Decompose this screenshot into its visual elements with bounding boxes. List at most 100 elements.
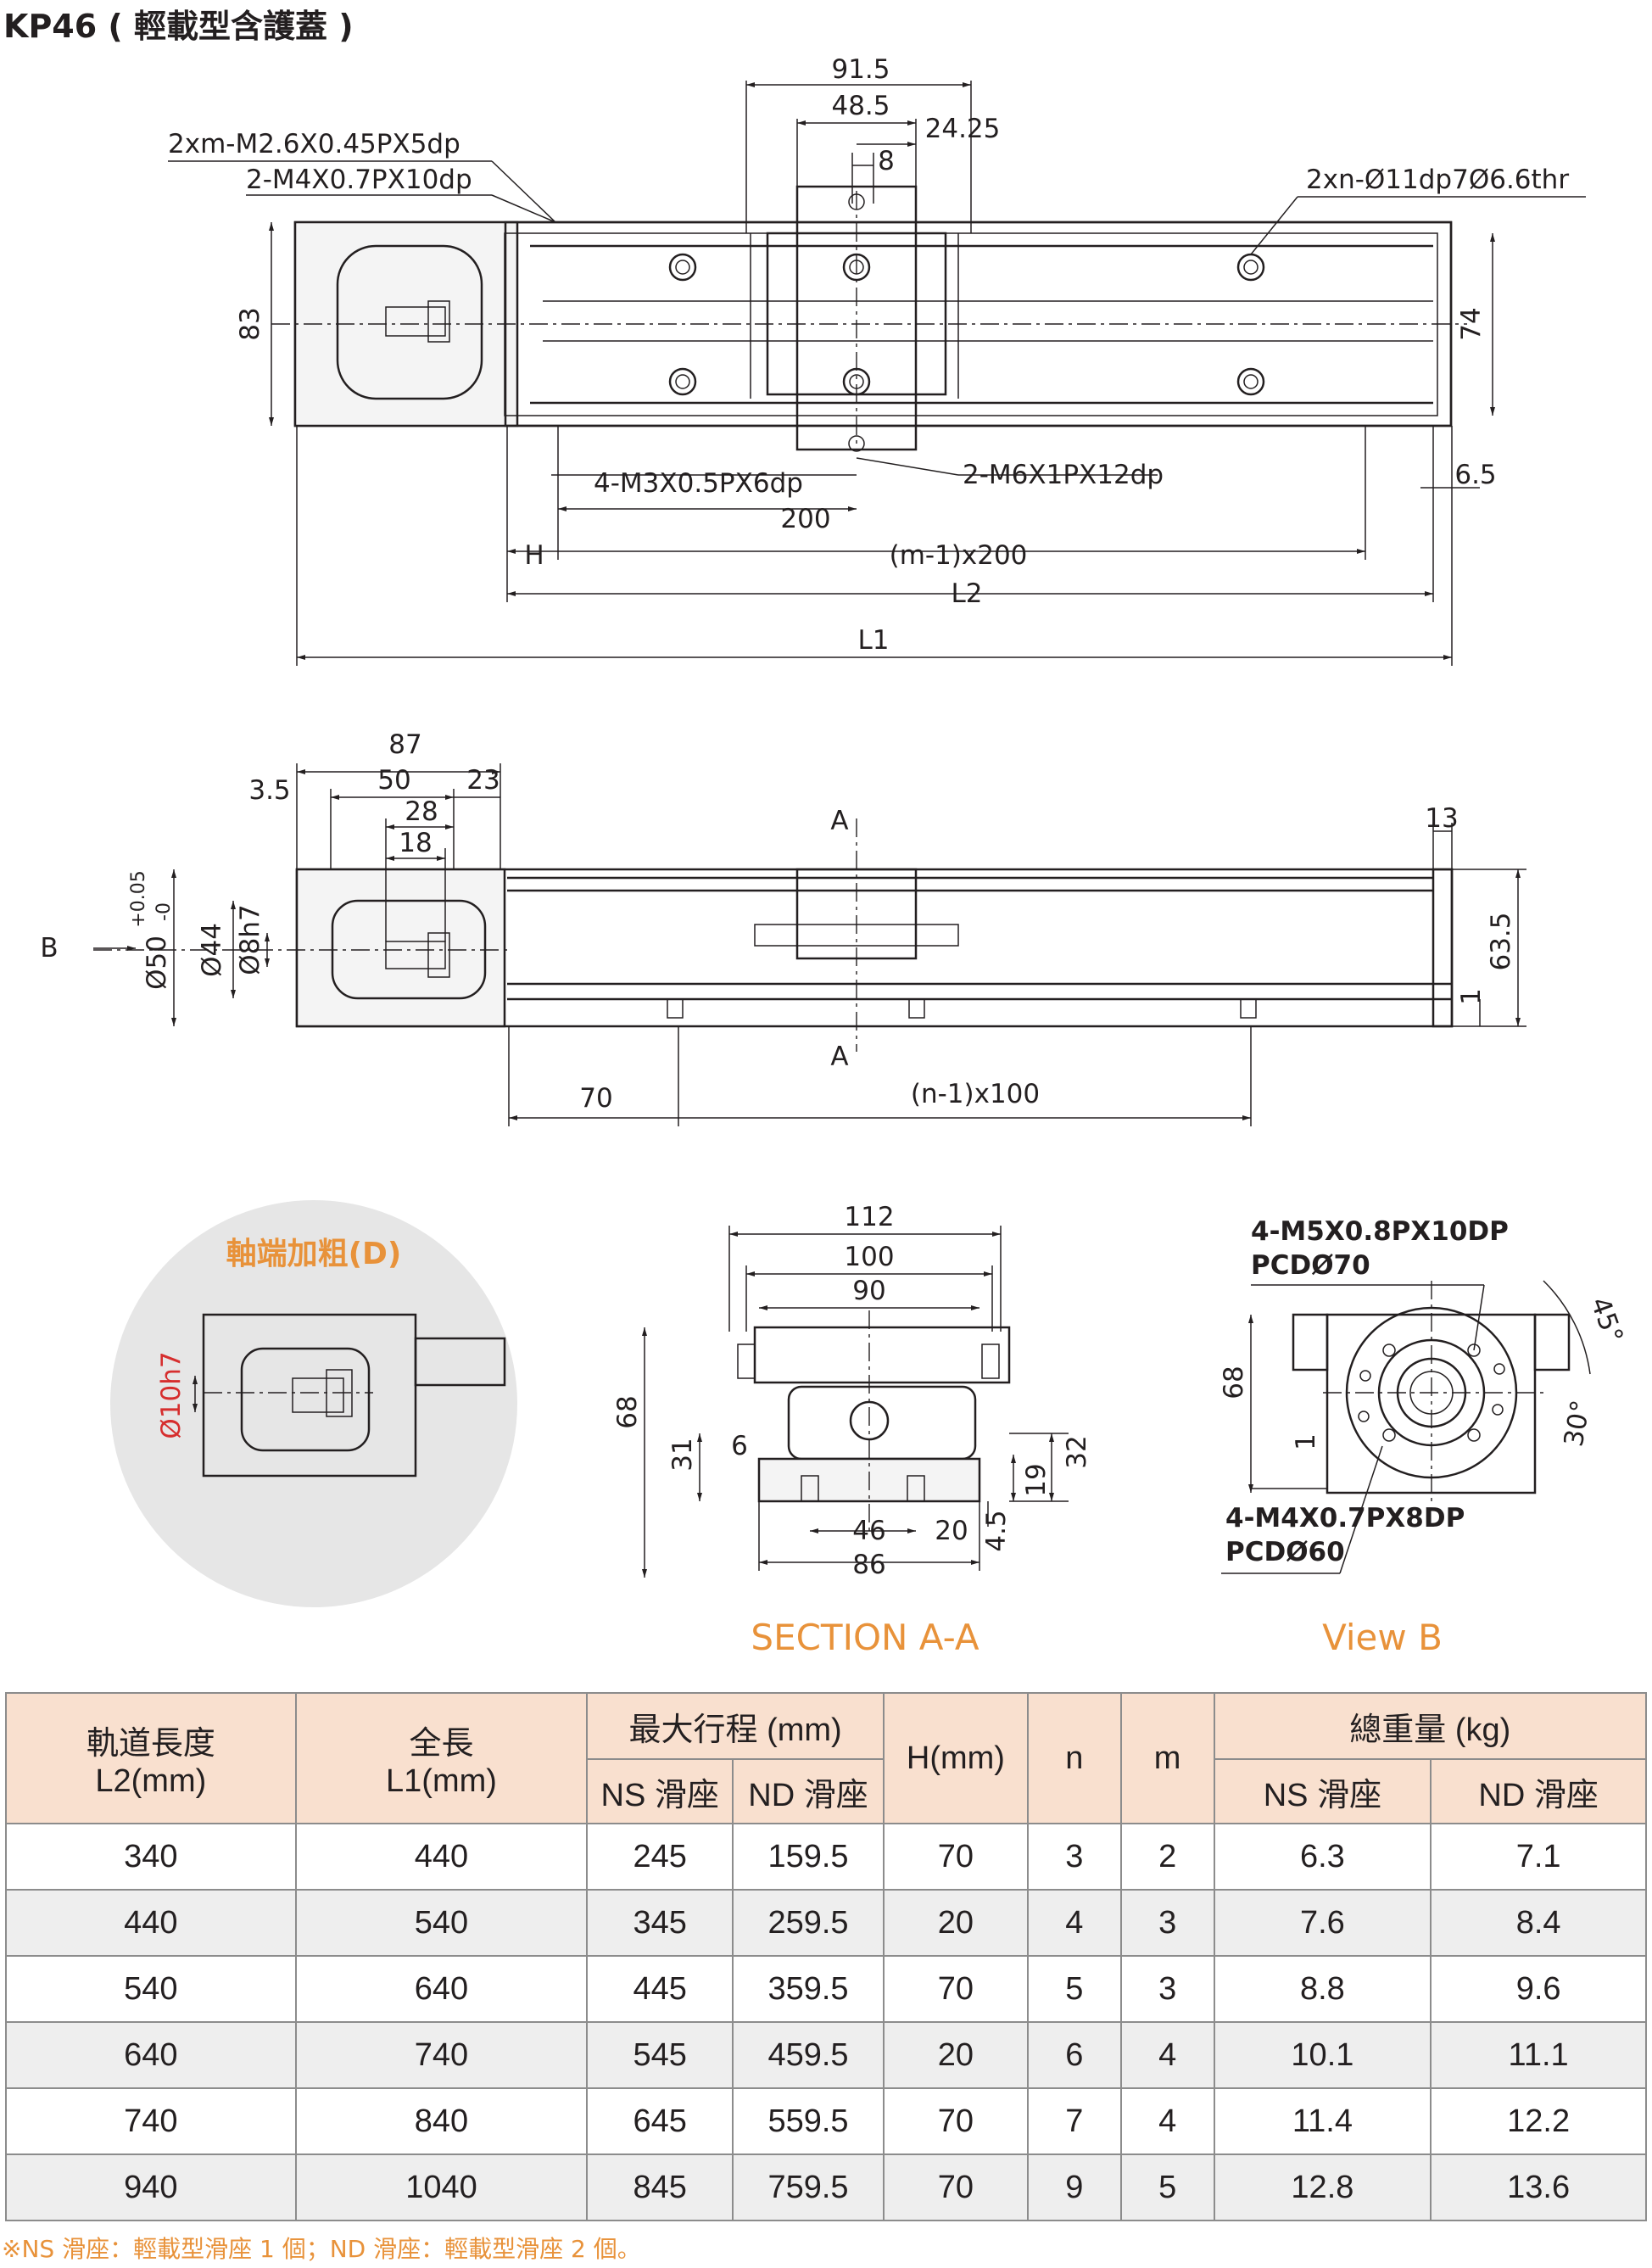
- table-cell: 740: [294, 2021, 589, 2089]
- table-cell: 20: [882, 2021, 1029, 2089]
- table-cell: 12.2: [1430, 2087, 1647, 2155]
- table-cell: 645: [586, 2087, 734, 2155]
- dim-19: 19: [1021, 1463, 1052, 1496]
- table-cell: 440: [5, 1889, 297, 1957]
- top-view-labels: 91.5 48.5 24.25 8 2xm-M2.6X0.45PX5dp 2-M…: [168, 54, 1569, 656]
- table-cell: 540: [5, 1955, 297, 2023]
- table-cell: 540: [294, 1889, 589, 1957]
- note-m4-thread: 2-M4X0.7PX10dp: [246, 165, 472, 195]
- table-cell: 5: [1119, 2153, 1215, 2221]
- view-b-dim-1: 1: [1291, 1433, 1321, 1450]
- note-m6-thread: 2-M6X1PX12dp: [963, 460, 1164, 490]
- tol-upper: +0.05: [128, 870, 149, 927]
- dim-6: 6: [731, 1431, 748, 1461]
- header-weight: 總重量 (kg): [1213, 1692, 1648, 1760]
- table-cell: 8.8: [1213, 1955, 1432, 2023]
- section-labels: 112 100 90 68 31 6 32 19 46 20 4.5 86 SE…: [612, 1202, 1092, 1658]
- table-cell: 359.5: [732, 1955, 885, 2023]
- table-cell: 8.4: [1430, 1889, 1647, 1957]
- dim-phi-10: Ø10h7: [156, 1351, 187, 1438]
- dim-90: 90: [852, 1276, 885, 1306]
- engineering-drawing: 91.5 48.5 24.25 8 2xm-M2.6X0.45PX5dp 2-M…: [40, 54, 1629, 1658]
- table-cell: 3: [1026, 1823, 1122, 1891]
- dim-8: 8: [878, 146, 895, 176]
- table-cell: 445: [586, 1955, 734, 2023]
- table-cell: 845: [586, 2153, 734, 2221]
- view-b-dim-68: 68: [1219, 1366, 1249, 1399]
- detail-d: [110, 1200, 517, 1607]
- table-cell: 7.1: [1430, 1823, 1647, 1891]
- dim-63-5: 63.5: [1486, 912, 1516, 970]
- table-cell: 245: [586, 1823, 734, 1891]
- page-title: KP46 ( 輕載型含護蓋 ): [3, 8, 354, 45]
- side-view-labels: 87 50 23 3.5 28 18 13 A A B Ø50 +0.05 -0…: [40, 729, 1516, 1114]
- dim-n-100: (n-1)x100: [911, 1079, 1040, 1109]
- dim-91-5: 91.5: [831, 54, 890, 85]
- header-weight-ns: NS 滑座: [1213, 1758, 1432, 1824]
- dim-48-5: 48.5: [831, 91, 890, 121]
- dim-31: 31: [667, 1438, 698, 1471]
- table-cell: 70: [882, 2087, 1029, 2155]
- dim-83: 83: [235, 307, 265, 340]
- table-cell: 70: [882, 1955, 1029, 2023]
- dim-phi-8: Ø8h7: [235, 904, 265, 975]
- dim-74: 74: [1456, 307, 1487, 340]
- dim-4-5: 4.5: [981, 1510, 1012, 1551]
- table-cell: 9: [1026, 2153, 1122, 2221]
- table-cell: 345: [586, 1889, 734, 1957]
- dim-6-5: 6.5: [1454, 460, 1496, 490]
- section-a-bottom: A: [830, 1042, 848, 1072]
- table-cell: 20: [882, 1889, 1029, 1957]
- table-cell: 70: [882, 1823, 1029, 1891]
- dim-24-25: 24.25: [925, 114, 1001, 144]
- dim-20: 20: [935, 1516, 968, 1546]
- table-cell: 259.5: [732, 1889, 885, 1957]
- header-m: m: [1119, 1692, 1215, 1824]
- angle-30: 30°: [1559, 1398, 1597, 1449]
- table-cell: 340: [5, 1823, 297, 1891]
- table-cell: 940: [5, 2153, 297, 2221]
- view-b-pcd-70: PCDØ70: [1251, 1250, 1370, 1281]
- table-cell: 159.5: [732, 1823, 885, 1891]
- dim-13: 13: [1425, 803, 1458, 834]
- table-cell: 7: [1026, 2087, 1122, 2155]
- table-cell: 759.5: [732, 2153, 885, 2221]
- table-cell: 4: [1119, 2087, 1215, 2155]
- table-cell: 640: [294, 1955, 589, 2023]
- table-cell: 6.3: [1213, 1823, 1432, 1891]
- view-b-labels: 4-M5X0.8PX10DP PCDØ70 4-M4X0.7PX8DP PCDØ…: [1219, 1216, 1629, 1658]
- header-weight-nd: ND 滑座: [1430, 1758, 1647, 1824]
- side-mount-hole-icons: [667, 998, 1257, 1019]
- dim-L1: L1: [858, 625, 890, 656]
- dim-phi-50: Ø50: [142, 936, 172, 990]
- section-a-top: A: [830, 806, 848, 836]
- table-cell: 3: [1119, 1955, 1215, 2023]
- table-cell: 70: [882, 2153, 1029, 2221]
- section-a-a: [642, 1226, 1069, 1578]
- side-view: [93, 763, 1526, 1126]
- dim-200: 200: [780, 504, 830, 534]
- detail-d-title: 軸端加粗(D): [226, 1237, 402, 1271]
- header-h: H(mm): [882, 1692, 1029, 1824]
- dim-3-5: 3.5: [248, 775, 290, 806]
- table-cell: 9.6: [1430, 1955, 1647, 2023]
- view-b-title: View B: [1322, 1617, 1443, 1658]
- view-b-note-m4: 4-M4X0.7PX8DP: [1225, 1503, 1465, 1533]
- view-b-marker: B: [40, 933, 58, 964]
- table-cell: 459.5: [732, 2021, 885, 2089]
- note-m3-thread: 4-M3X0.5PX6dp: [594, 468, 803, 499]
- dim-23: 23: [466, 765, 500, 796]
- header-n: n: [1026, 1692, 1122, 1824]
- footnote: ※NS 滑座：輕載型滑座 1 個；ND 滑座：輕載型滑座 2 個。: [2, 2235, 641, 2263]
- dim-46: 46: [852, 1516, 885, 1546]
- table-cell: 559.5: [732, 2087, 885, 2155]
- table-cell: 440: [294, 1823, 589, 1891]
- table-cell: 3: [1119, 1889, 1215, 1957]
- dim-32: 32: [1062, 1435, 1092, 1468]
- dim-28: 28: [405, 796, 438, 827]
